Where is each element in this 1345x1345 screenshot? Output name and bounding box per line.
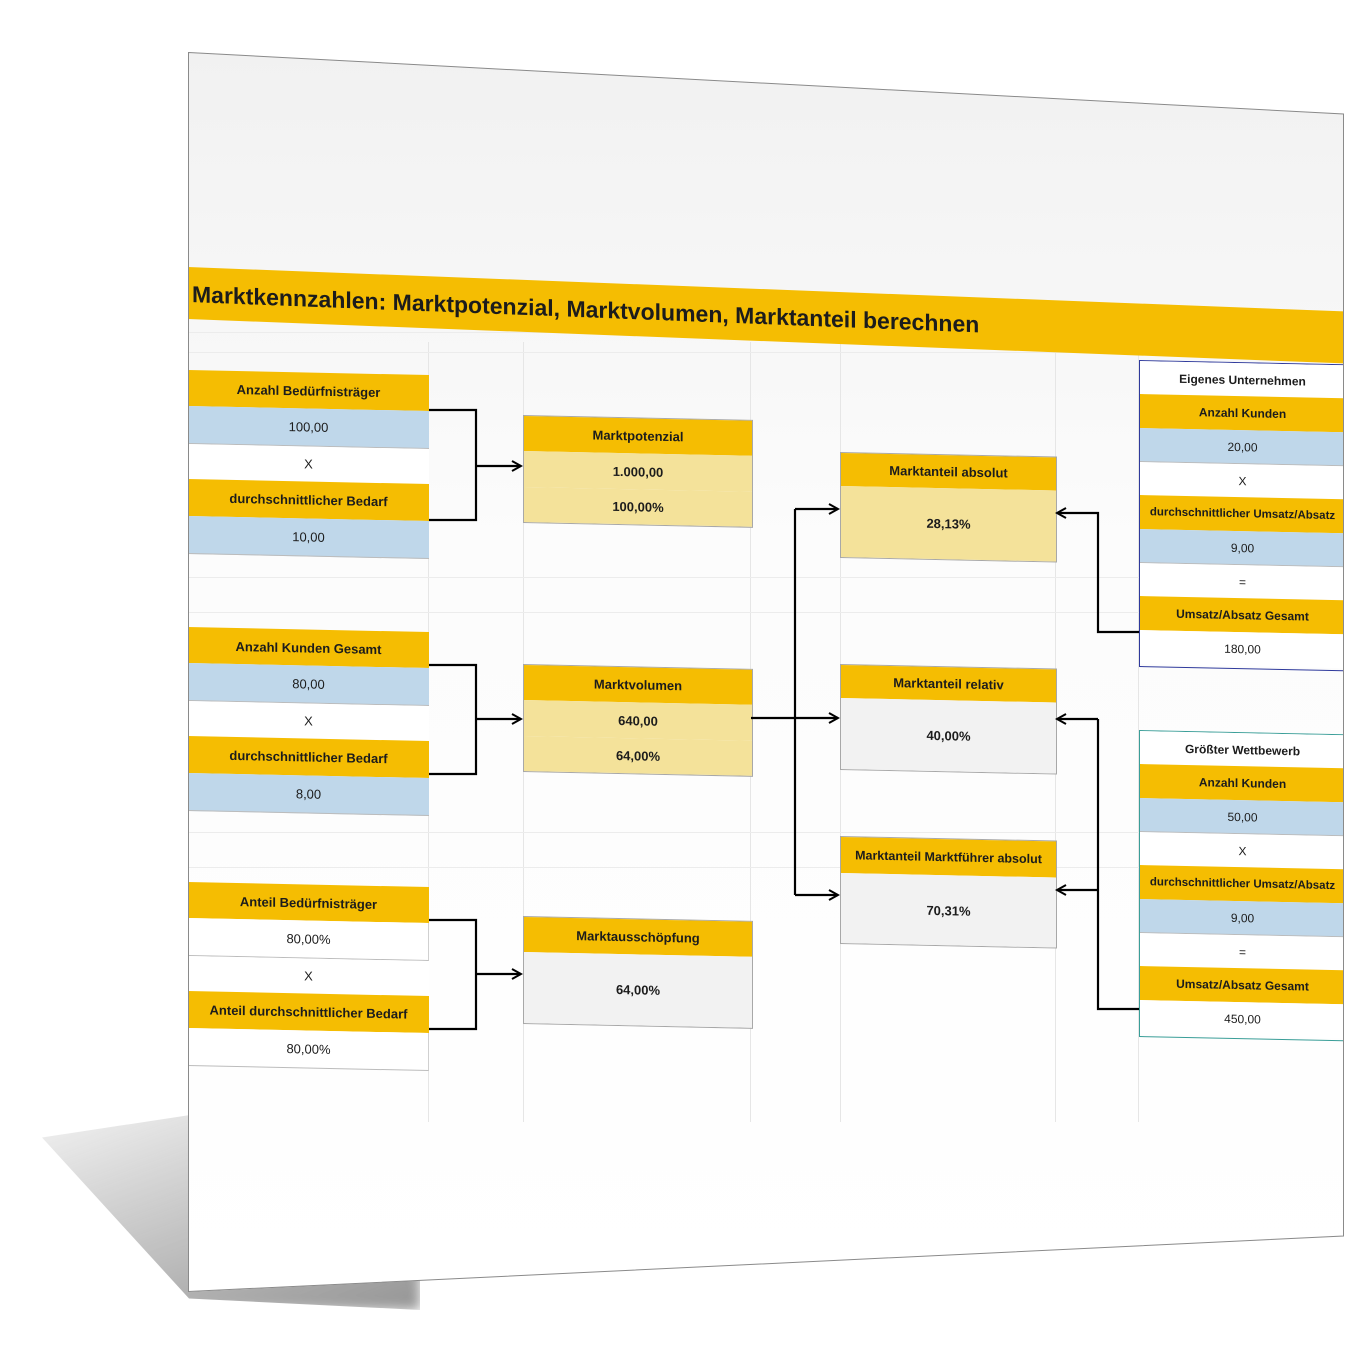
spreadsheet-page: Marktkennzahlen: Marktpotenzial, Marktvo… bbox=[188, 52, 1344, 1292]
bracket-ausschoepfung bbox=[429, 918, 478, 1031]
bracket-potenzial bbox=[429, 408, 478, 522]
connector-arrows bbox=[429, 408, 1139, 1031]
bracket-volumen bbox=[429, 663, 478, 776]
line-competitor-vertical bbox=[1096, 719, 1139, 1011]
arrow-own-to-absolut bbox=[1057, 513, 1139, 634]
